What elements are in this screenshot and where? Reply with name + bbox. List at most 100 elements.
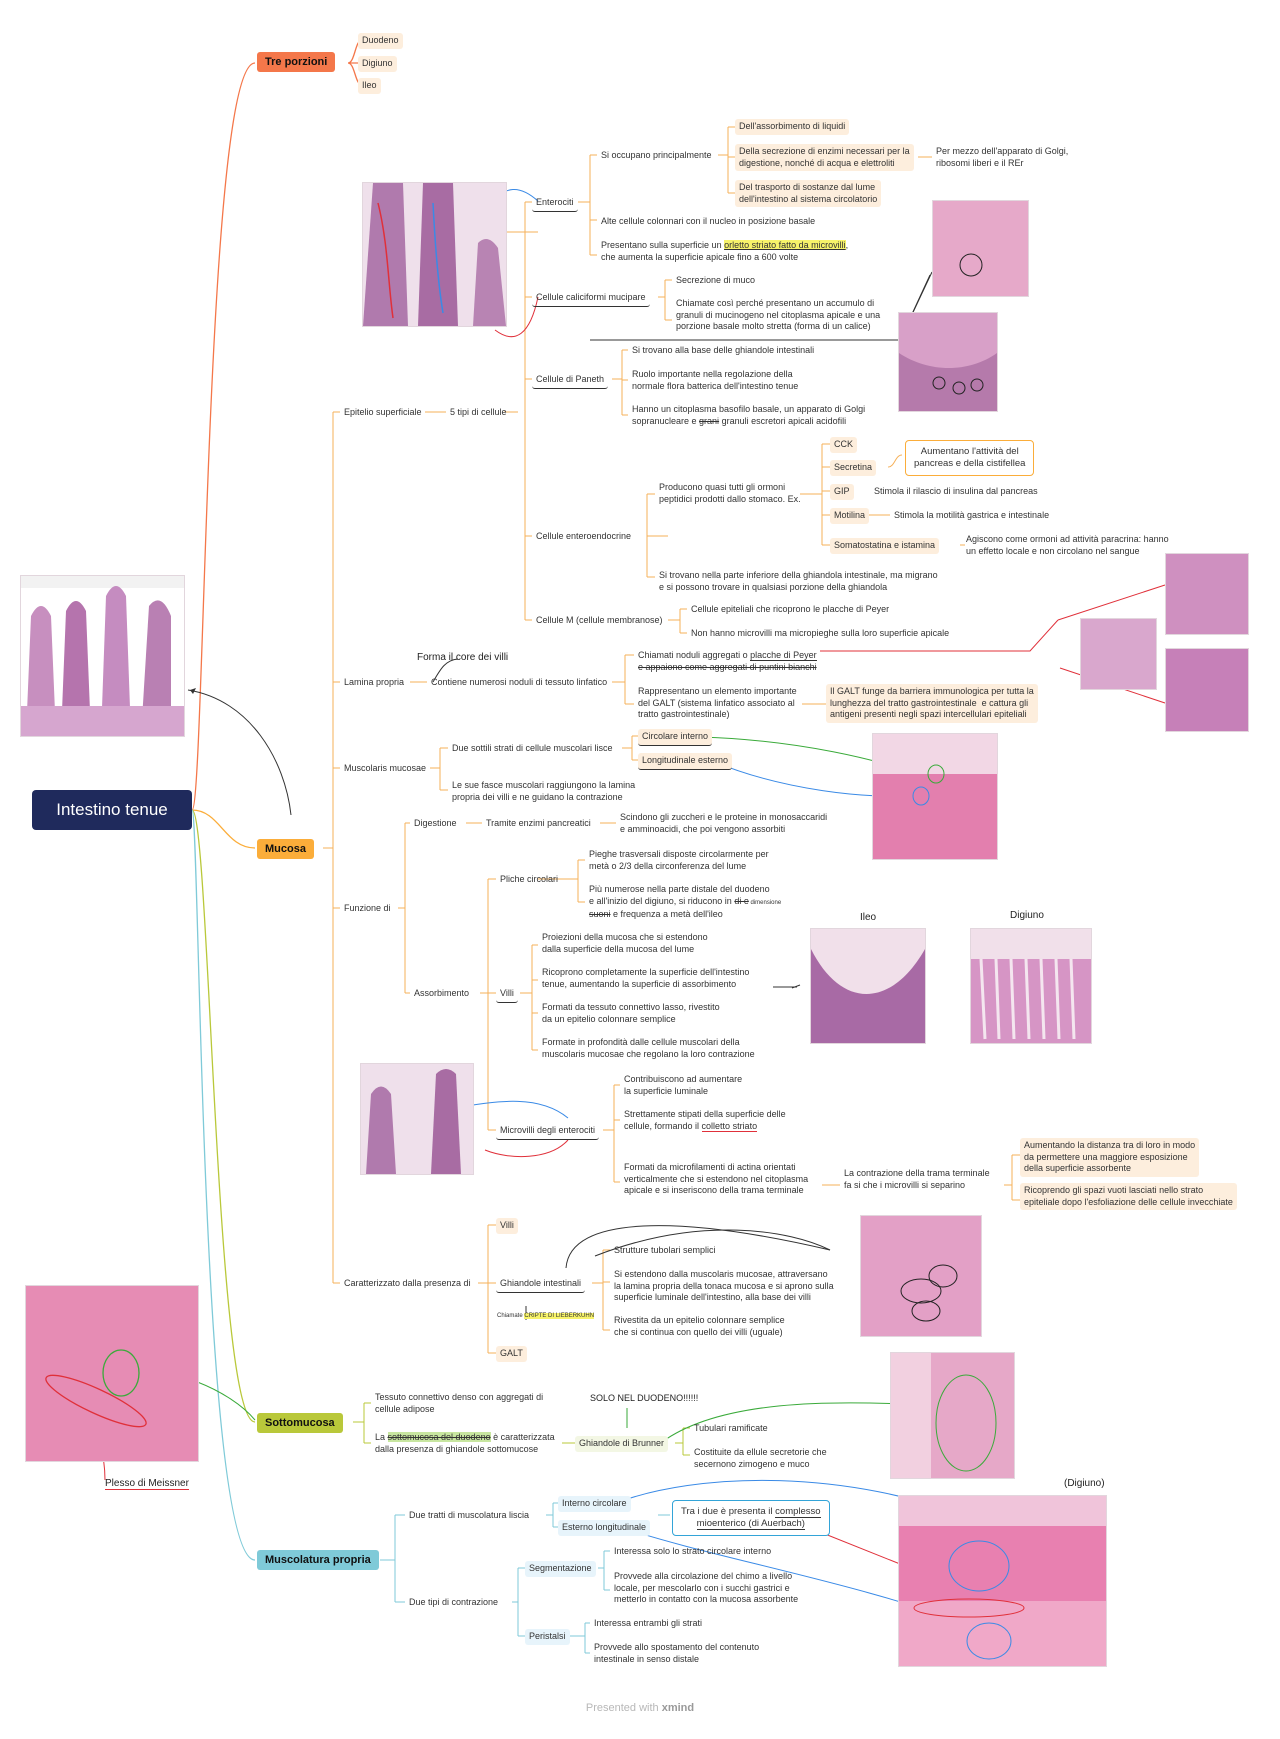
segmentazione-s2[interactable]: Provvede alla circolazione del chimo a l… xyxy=(614,1571,799,1604)
peristalsi-p1[interactable]: Interessa entrambi gli strati xyxy=(594,1618,703,1628)
sottomucosa-t1[interactable]: Tessuto connettivo denso con aggregati d… xyxy=(375,1392,544,1414)
enterociti-presentano[interactable]: Presentano sulla superficie un orletto s… xyxy=(601,240,849,262)
histology-image-ghiandole-1 xyxy=(932,200,1029,297)
topic-sottomucosa[interactable]: Sottomucosa xyxy=(257,1413,343,1433)
lamina-label[interactable]: Lamina propria xyxy=(344,677,405,687)
topic-mucosa[interactable]: Mucosa xyxy=(257,839,314,859)
lamina-forma: Forma il core dei villi xyxy=(417,652,509,663)
lamina-galt[interactable]: Il GALT funge da barriera immunologica p… xyxy=(826,684,1038,723)
brunner-b1[interactable]: Tubulari ramificate xyxy=(694,1423,768,1433)
brunner-label[interactable]: Ghiandole di Brunner xyxy=(575,1436,669,1452)
somatostatina-desc[interactable]: Agiscono come ormoni ad attività paracri… xyxy=(966,534,1169,556)
hormone-gip[interactable]: GIP xyxy=(830,484,854,500)
item-ileo[interactable]: Ileo xyxy=(358,78,381,94)
muscularis-longitudinale[interactable]: Longitudinale esterno xyxy=(638,753,733,770)
ghiandole-g3[interactable]: Rivestita da un epitelio colonnare sempl… xyxy=(614,1315,785,1337)
motilina-desc[interactable]: Stimola la motilità gastrica e intestina… xyxy=(894,510,1050,520)
paneth-p3[interactable]: Hanno un citoplasma basofilo basale, un … xyxy=(632,404,866,426)
villi-v1[interactable]: Proiezioni della mucosa che si estendono… xyxy=(542,932,708,954)
muscularis-strati[interactable]: Due sottili strati di cellule muscolari … xyxy=(452,743,613,753)
contrazione-peristalsi[interactable]: Peristalsi xyxy=(525,1629,570,1645)
villi-v3[interactable]: Formati da tessuto connettivo lasso, riv… xyxy=(542,1002,720,1024)
item-duodeno[interactable]: Duodeno xyxy=(358,33,403,49)
muscularis-fasce[interactable]: Le sue fasce muscolari raggiungono la la… xyxy=(452,780,636,802)
enterociti-occ3[interactable]: Del trasporto di sostanze dal lume dell'… xyxy=(735,180,882,207)
caratt-villi[interactable]: Villi xyxy=(496,1218,518,1234)
topic-muscolatura[interactable]: Muscolatura propria xyxy=(257,1550,379,1570)
card-auerbach[interactable]: Tra i due è presenta il complesso mioent… xyxy=(672,1500,830,1536)
sottomucosa-t2[interactable]: La sottomucosa del duodeno è caratterizz… xyxy=(375,1432,555,1454)
paneth-p1[interactable]: Si trovano alla base delle ghiandole int… xyxy=(632,345,815,355)
paneth-p2[interactable]: Ruolo importante nella regolazione della… xyxy=(632,369,799,391)
histology-image-sottomucosa xyxy=(25,1285,199,1462)
contrazione-segmentazione[interactable]: Segmentazione xyxy=(525,1561,596,1577)
enteroendocrine-prod[interactable]: Producono quasi tutti gli ormoni peptidi… xyxy=(659,482,801,504)
microvilli-tr2[interactable]: Ricoprendo gli spazi vuoti lasciati nell… xyxy=(1020,1183,1237,1210)
funzione-label[interactable]: Funzione di xyxy=(344,903,391,913)
caption-digiuno: Digiuno xyxy=(1010,910,1044,921)
lamina-contiene[interactable]: Contiene numerosi noduli di tessuto linf… xyxy=(431,677,608,687)
enterociti-occ2b[interactable]: Per mezzo dell'apparato di Golgi, riboso… xyxy=(936,146,1069,168)
villi-v4[interactable]: Formate in profondità dalle cellule musc… xyxy=(542,1037,755,1059)
ghiandole-g1[interactable]: Strutture tubolari semplici xyxy=(614,1245,716,1255)
histology-image-peyer-c xyxy=(1165,648,1249,732)
muscularis-circolare[interactable]: Circolare interno xyxy=(638,729,713,746)
enterociti-label[interactable]: Enterociti xyxy=(532,195,578,212)
muscolatura-interno[interactable]: Interno circolare xyxy=(558,1496,631,1512)
enterociti-occ1[interactable]: Dell'assorbimento di liquidi xyxy=(735,119,850,135)
epitelio-label[interactable]: Epitelio superficiale xyxy=(344,407,422,417)
villi-label[interactable]: Villi xyxy=(496,986,518,1003)
microvilli-label[interactable]: Microvilli degli enterociti xyxy=(496,1123,600,1140)
funzione-scindono[interactable]: Scindono gli zuccheri e le proteine in m… xyxy=(620,812,828,834)
hormone-motilina[interactable]: Motilina xyxy=(830,508,870,524)
muscolatura-esterno[interactable]: Esterno longitudinale xyxy=(558,1520,651,1536)
histology-image-enterociti xyxy=(362,182,507,327)
enterociti-occ2[interactable]: Della secrezione di enzimi necessari per… xyxy=(735,144,914,171)
cellm-m1[interactable]: Cellule epiteliali che ricoprono le plac… xyxy=(691,604,890,614)
microvilli-tr1[interactable]: Aumentando la distanza tra di loro in mo… xyxy=(1020,1138,1200,1177)
caliciformi-m2[interactable]: Chiamate così perché presentano un accum… xyxy=(676,298,881,331)
ghiandole-g2[interactable]: Si estendono dalla muscolaris mucosae, a… xyxy=(614,1269,834,1302)
topic-tre-porzioni[interactable]: Tre porzioni xyxy=(257,52,336,72)
caratt-galt[interactable]: GALT xyxy=(496,1346,527,1362)
brunner-b2[interactable]: Costituite da ellule secretorie che sece… xyxy=(694,1447,827,1469)
microvilli-mc3[interactable]: Formati da microfilamenti di actina orie… xyxy=(624,1162,809,1195)
cellm-label[interactable]: Cellule M (cellule membranose) xyxy=(536,615,663,625)
villi-v2[interactable]: Ricoprono completamente la superficie de… xyxy=(542,967,750,989)
microvilli-mc1[interactable]: Contribuiscono ad aumentare la superfici… xyxy=(624,1074,743,1096)
hormone-somatostatina[interactable]: Somatostatina e istamina xyxy=(830,538,940,554)
enteroendocrine-trovano[interactable]: Si trovano nella parte inferiore della g… xyxy=(659,570,938,592)
pliche-label[interactable]: Pliche circolari xyxy=(500,874,559,884)
root-topic[interactable]: Intestino tenue xyxy=(32,790,192,830)
caliciformi-label[interactable]: Cellule caliciformi mucipare xyxy=(532,290,650,307)
item-digiuno[interactable]: Digiuno xyxy=(358,56,397,72)
funzione-tramite[interactable]: Tramite enzimi pancreatici xyxy=(486,818,591,828)
tipi-label[interactable]: 5 tipi di cellule xyxy=(450,407,507,417)
pliche-pl1[interactable]: Pieghe trasversali disposte circolarment… xyxy=(589,849,769,871)
card-aumentano[interactable]: Aumentano l'attività del pancreas e dell… xyxy=(905,440,1035,476)
muscularis-label[interactable]: Muscolaris mucosae xyxy=(344,763,427,773)
caliciformi-m1[interactable]: Secrezione di muco xyxy=(676,275,756,285)
cellm-m2[interactable]: Non hanno microvilli ma micropieghe sull… xyxy=(691,628,950,638)
segmentazione-s1[interactable]: Interessa solo lo strato circolare inter… xyxy=(614,1546,772,1556)
hormone-cck[interactable]: CCK xyxy=(830,437,858,453)
gip-desc[interactable]: Stimola il rilascio di insulina dal panc… xyxy=(874,486,1038,496)
microvilli-mc2[interactable]: Strettamente stipati della superficie de… xyxy=(624,1109,786,1132)
caratt-ghiandole[interactable]: Ghiandole intestinali xyxy=(496,1276,586,1293)
funzione-digestione[interactable]: Digestione xyxy=(414,818,457,828)
enterociti-occupano[interactable]: Si occupano principalmente xyxy=(601,150,712,160)
muscolatura-tratti[interactable]: Due tratti di muscolatura liscia xyxy=(409,1510,530,1520)
enterociti-alte[interactable]: Alte cellule colonnari con il nucleo in … xyxy=(601,216,816,226)
muscolatura-contrazione[interactable]: Due tipi di contrazione xyxy=(409,1597,499,1607)
caratt-label[interactable]: Caratterizzato dalla presenza di xyxy=(344,1278,471,1288)
paneth-label[interactable]: Cellule di Paneth xyxy=(532,372,609,389)
microvilli-trama[interactable]: La contrazione della trama terminale fa … xyxy=(844,1168,990,1190)
funzione-assorbimento[interactable]: Assorbimento xyxy=(414,988,470,998)
lamina-rappresentano[interactable]: Rappresentano un elemento importante del… xyxy=(638,686,797,719)
histology-image-cripte xyxy=(860,1215,982,1337)
hormone-secretina[interactable]: Secretina xyxy=(830,460,877,476)
peristalsi-p2[interactable]: Provvede allo spostamento del contenuto … xyxy=(594,1642,760,1664)
pliche-pl2[interactable]: Più numerose nella parte distale del duo… xyxy=(589,884,782,919)
enteroendocrine-label[interactable]: Cellule enteroendocrine xyxy=(536,531,632,541)
lamina-chiamati[interactable]: Chiamati noduli aggregati o placche di P… xyxy=(638,650,817,672)
